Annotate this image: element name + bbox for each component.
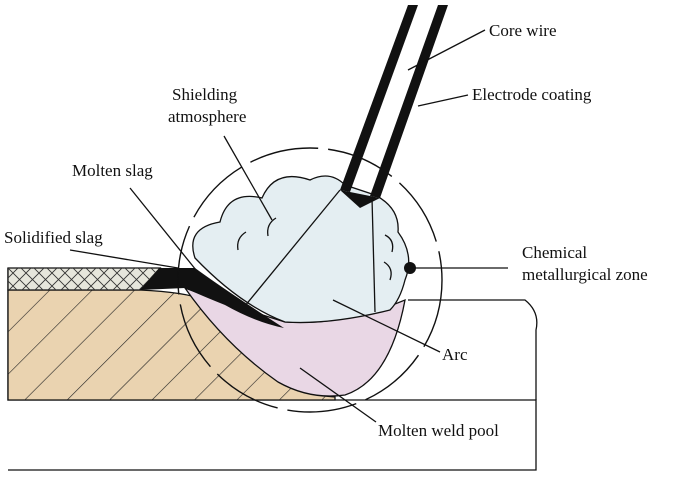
electrode-coating [370,5,448,198]
electrode-tip [340,190,380,208]
leader-shielding [223,135,273,221]
chemical-zone-marker [404,262,416,274]
molten-weld-pool [183,286,406,397]
arc-line-right [371,197,376,313]
shielding-atmosphere [192,175,410,324]
leader-weld-pool [299,367,377,423]
cloud-detail [383,261,392,281]
label-molten-slag: Molten slag [72,161,153,180]
leader-molten-slag [129,187,197,271]
label-solidified-slag: Solidified slag [4,228,103,247]
label-arc: Arc [442,345,468,364]
leader-arc [332,299,441,353]
leader-core-wire [407,29,486,71]
leader-electrode-coating [417,94,469,107]
cloud-detail [384,234,394,253]
metallurgical-zone-circle [177,147,443,413]
base-metal-hatching [8,290,335,400]
solidified-slag-hatching [8,268,160,290]
label-chemical-1: Chemical [522,243,587,262]
electrode-core-wire [340,5,418,192]
label-core-wire: Core wire [489,21,557,40]
molten-slag [140,268,284,328]
label-electrode-coating: Electrode coating [472,85,592,104]
label-shielding-1: Shielding [172,85,238,104]
label-shielding-2: atmosphere [168,107,246,126]
cloud-detail [237,231,247,251]
label-chemical-2: metallurgical zone [522,265,648,284]
leader-solidified-slag [69,249,179,269]
arc-line-left [239,189,341,313]
cloud-detail [267,217,277,237]
plate-edge [408,299,538,400]
label-molten-weld-pool: Molten weld pool [378,421,499,440]
